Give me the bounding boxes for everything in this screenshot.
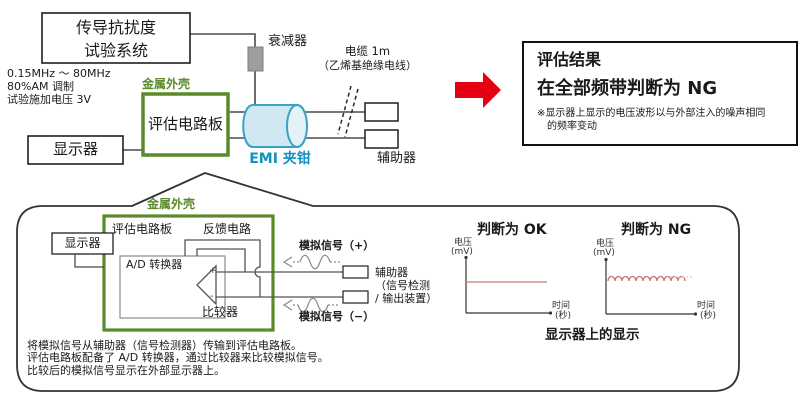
- aux-label-top: 辅助器: [377, 151, 417, 166]
- emi-clamp-endcap: [286, 104, 308, 148]
- eval-board-label-top: 评估电路板: [147, 115, 223, 133]
- comparator-minus-mark: -: [210, 291, 214, 302]
- feedback-circuit-label: 反馈电路: [203, 222, 252, 236]
- analog-plus-label: 模拟信号（+）: [299, 239, 375, 252]
- ok-ylabel-2: (mV): [451, 247, 473, 257]
- detail-description: 将模拟信号从辅助器（信号检测器）传输到评估电路板。 评估电路板配备了 A/D 转…: [27, 339, 329, 377]
- comparator-label: 比较器: [202, 305, 239, 319]
- emi-clamp-label: EMI 夹钳: [249, 151, 311, 167]
- attenuator-label: 衰减器: [268, 34, 308, 49]
- adc-label: A/D 转换器: [126, 258, 183, 271]
- ok-xlabel-1: 时间: [552, 301, 571, 311]
- ng-chart-wave-line: [607, 275, 686, 282]
- eval-board-label-detail: 评估电路板: [112, 222, 173, 236]
- result-title: 评估结果: [537, 50, 602, 69]
- test-system-box: [41, 12, 191, 64]
- ok-xlabel-2: (秒): [555, 311, 572, 321]
- ng-xlabel-2: (秒): [700, 311, 717, 321]
- result-note: ※显示器上显示的电压波形以与外部注入的噪声相同 的频率变动: [537, 108, 766, 132]
- comparator-triangle: [196, 264, 217, 306]
- aux-box-detail-1: [342, 265, 369, 279]
- ng-xlabel-1: 时间: [697, 301, 716, 311]
- feedback-circuit-wires: [184, 239, 261, 297]
- wire-monitor-detail: [74, 254, 104, 268]
- charts-caption: 显示器上的显示: [545, 327, 640, 343]
- aux-label-detail: 辅助器 （信号检测 / 输出装置）: [375, 266, 438, 305]
- analog-minus-label: 模拟信号（−）: [299, 310, 375, 323]
- arrow-right-icon: [455, 72, 501, 108]
- analog-signal-wave-plus-icon: [282, 254, 340, 270]
- test-params: 0.15MHz ～ 80MHz 80%AM 调制 试验施加电压 3V: [7, 67, 111, 106]
- monitor-label-top: 显示器: [52, 140, 98, 158]
- aux-box-top-2: [364, 129, 399, 149]
- aux-box-detail-2: [342, 290, 369, 304]
- ok-chart-title: 判断为 OK: [477, 222, 547, 238]
- ng-ylabel-1: 电压: [596, 239, 615, 249]
- cable-marker-icon: [337, 85, 359, 138]
- ng-chart-axes: [604, 257, 698, 316]
- attenuator-block: [247, 46, 264, 72]
- ok-ylabel-1: 电压: [454, 238, 473, 248]
- ng-chart-title: 判断为 NG: [621, 222, 692, 238]
- monitor-label-detail: 显示器: [64, 236, 101, 250]
- metal-case-label-top: 金属外壳: [142, 77, 191, 91]
- ng-ylabel-2: (mV): [593, 248, 615, 258]
- aux-box-top-1: [364, 102, 399, 122]
- comparator-plus-mark: +: [209, 266, 217, 276]
- ok-chart-axes: [464, 255, 553, 315]
- result-verdict: 在全部频带判断为 NG: [537, 78, 718, 99]
- cable-label: 电缆 1m （乙烯基绝缘电线）: [318, 44, 417, 72]
- result-box: [522, 41, 798, 146]
- test-system-label: 传导抗扰度试验系统: [75, 18, 156, 61]
- monitor-box-top: [27, 135, 124, 165]
- metal-case-box-top: [141, 92, 230, 157]
- metal-case-label-detail: 金属外壳: [147, 197, 196, 211]
- monitor-box-detail: [51, 232, 114, 255]
- analog-signal-wave-minus-icon: [282, 297, 340, 313]
- wire-testsystem-to-clamp: [190, 33, 256, 107]
